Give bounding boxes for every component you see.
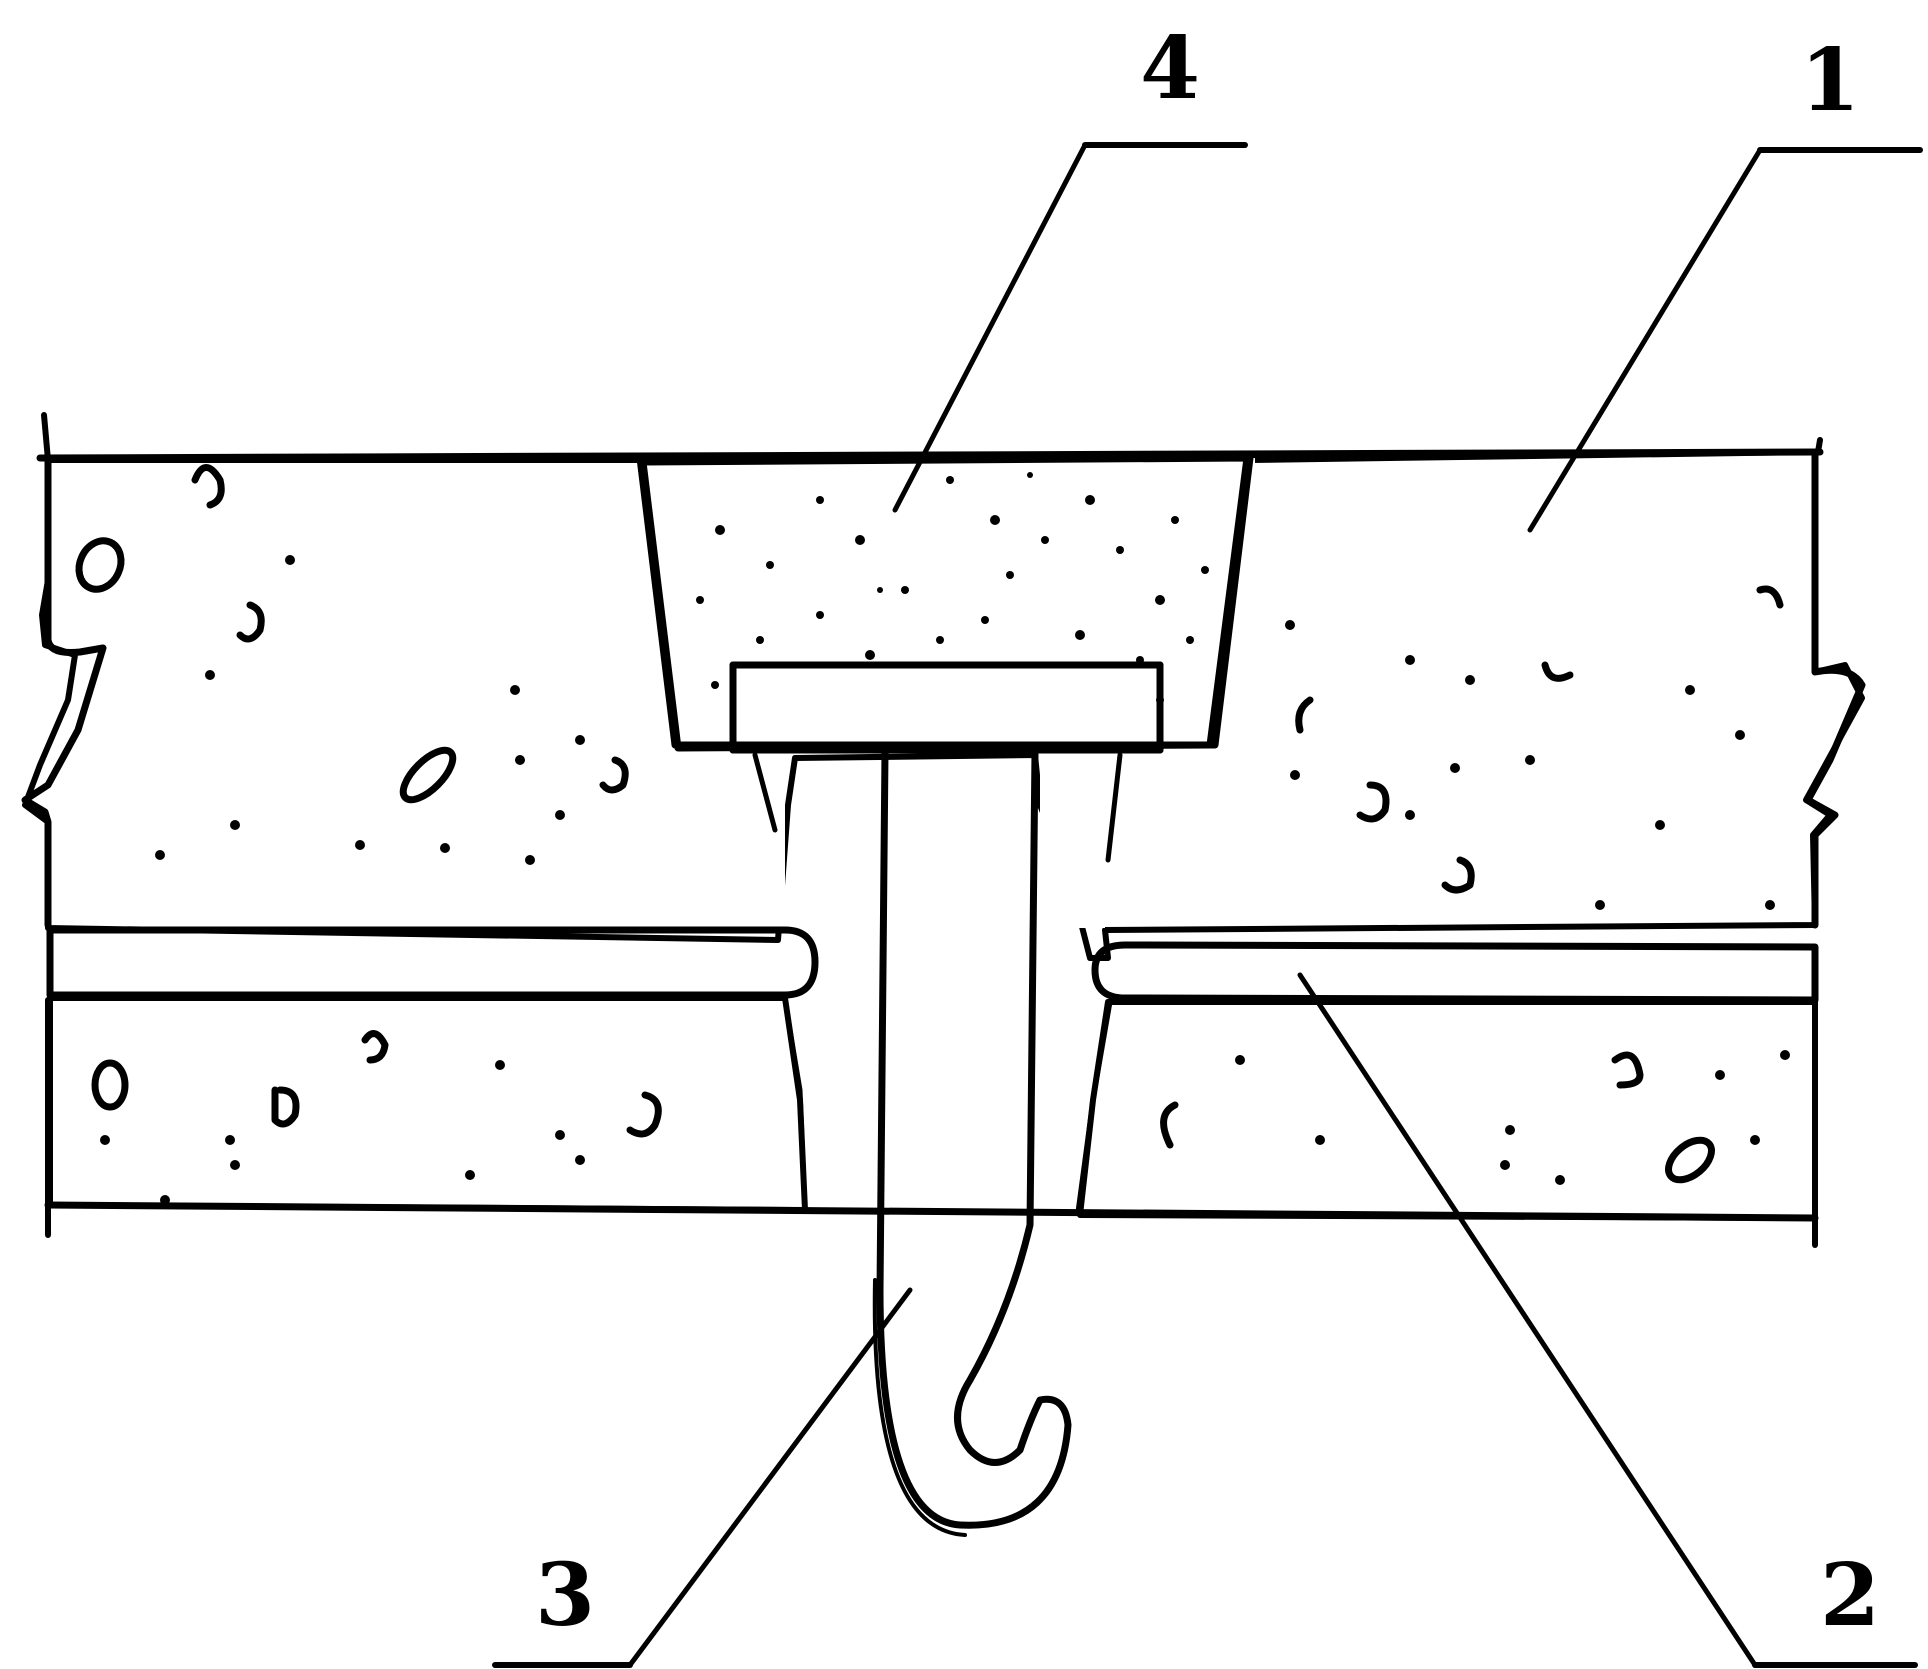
upper-slab — [21, 412, 1866, 961]
plug-block — [639, 454, 1251, 752]
aggregate-speckles — [75, 464, 1790, 1205]
leader-lines — [492, 142, 1923, 1668]
lower-slab — [44, 995, 1819, 1248]
hook-rod — [872, 748, 1072, 1537]
cut-lines — [752, 752, 1123, 863]
horizontal-rod — [46, 926, 1819, 1004]
label-1: 1 — [1800, 30, 1860, 131]
label-3: 3 — [535, 1545, 595, 1646]
anchor-plate — [729, 661, 1164, 754]
label-4: 4 — [1140, 18, 1200, 119]
label-2: 2 — [1820, 1545, 1880, 1646]
callout-labels: 1 2 3 4 — [535, 18, 1880, 1646]
